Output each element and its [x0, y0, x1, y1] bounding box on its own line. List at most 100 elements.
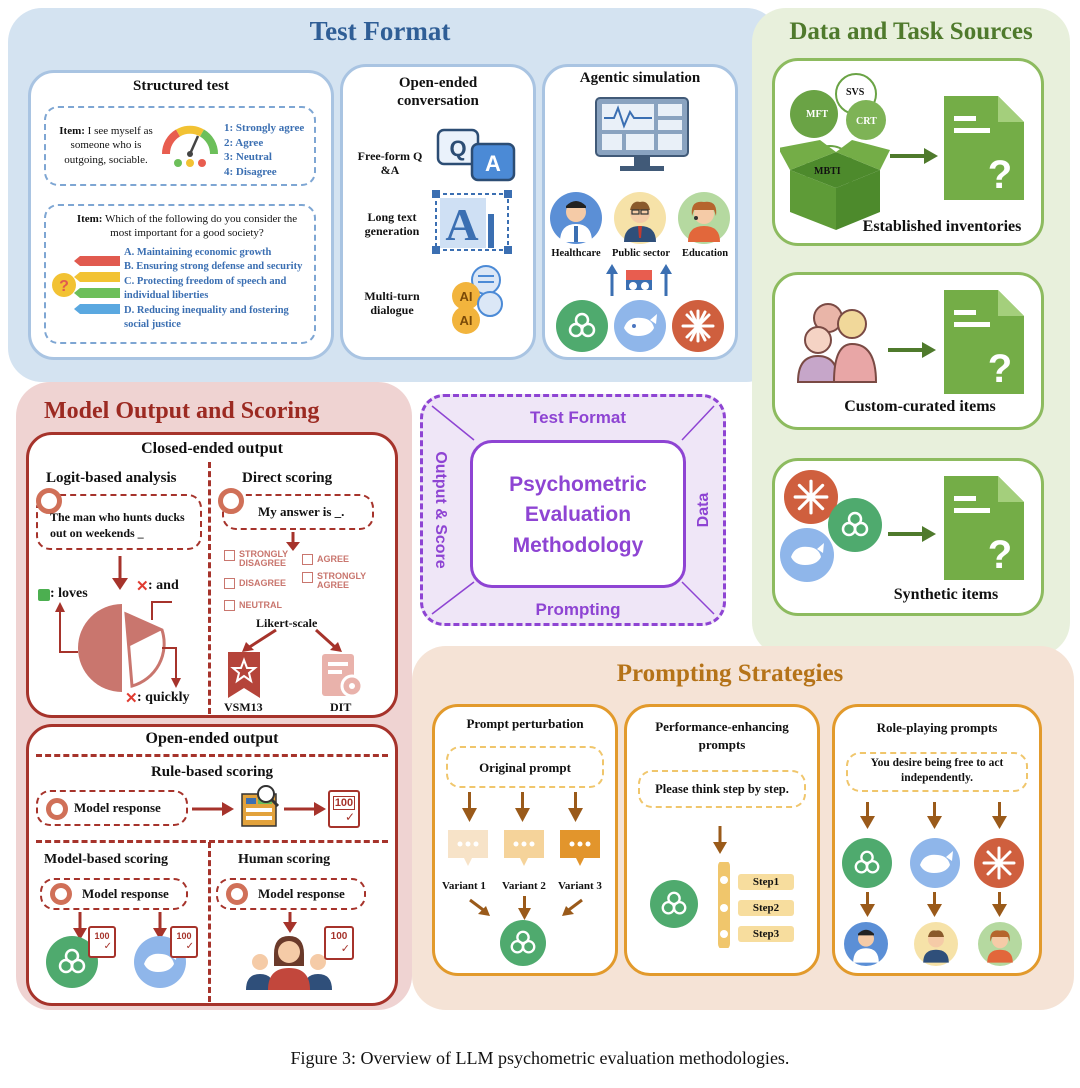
checkbox-icon — [224, 600, 235, 611]
variant-3-bubble — [560, 830, 600, 866]
qa-chat-icon: Q A — [436, 128, 516, 182]
role-education: Education — [681, 248, 729, 259]
rule-score-text: 100 — [333, 796, 355, 810]
whale-icon — [624, 314, 657, 336]
data-sources-title: Data and Task Sources — [789, 18, 1033, 45]
logit-pie-chart — [55, 601, 181, 692]
option-2: 2: Agree — [224, 136, 264, 149]
item-2-text-wrap: Item: Which of the following do you cons… — [68, 212, 306, 241]
variant-1-label: Variant 1 — [442, 880, 486, 892]
performance-down-arrow — [713, 826, 727, 854]
svg-text:A: A — [485, 151, 501, 176]
rule-arrow-1 — [192, 802, 234, 816]
gauge-icon — [161, 125, 219, 167]
human-response-text: Model response — [258, 886, 345, 901]
likert-strongly-disagree: STRONGLY DISAGREE — [224, 549, 304, 569]
agentic-title: Agentic simulation — [579, 70, 701, 86]
item-1-options: 1: Strongly agree 2: Agree 3: Neutral 4:… — [224, 121, 304, 180]
closed-ended-divider — [208, 462, 211, 714]
agents-up-arrows-icon — [606, 264, 672, 296]
perturbation-title: Prompt perturbation — [466, 716, 584, 731]
check-mark-icon: ✓ — [340, 943, 350, 955]
rules-book-icon — [241, 785, 280, 827]
box-label-mbti: MBTI — [814, 166, 841, 177]
official-icon — [624, 201, 656, 242]
box-label-mft: MFT — [806, 109, 829, 120]
likert-strongly-agree-label: STRONGLY AGREE — [317, 571, 367, 591]
prompting-title: Prompting Strategies — [616, 660, 844, 687]
open-conversation-title: Open-ended conversation — [397, 75, 479, 109]
custom-doc-icon: ? — [944, 290, 1024, 394]
performance-title: Performance-enhancing prompts — [655, 719, 789, 752]
open-conversation-card — [340, 64, 536, 360]
svg-text:?: ? — [988, 533, 1012, 577]
x-icon-quickly: ✕ — [125, 691, 138, 707]
option-1: 1: Strongly agree — [224, 122, 305, 134]
loves-label: : loves — [50, 586, 88, 601]
variant-2-bubble — [504, 830, 544, 866]
original-prompt-text: Original prompt — [479, 760, 571, 775]
logit-prompt-box — [36, 494, 202, 550]
direct-prompt-box — [222, 494, 374, 530]
model-based-claude-icon — [50, 883, 72, 905]
checked-checkbox-icon — [302, 572, 313, 583]
center-bottom-label: Prompting — [535, 600, 621, 619]
direct-prompt-text: My answer is _. — [258, 504, 345, 519]
option-3: 3: Neutral — [224, 151, 272, 164]
direct-down-arrow — [286, 532, 300, 551]
synthetic-claude-icon — [793, 479, 829, 515]
rule-response-text: Model response — [74, 800, 161, 815]
svg-text:Q: Q — [449, 136, 466, 161]
role-prompt-text: You desire being free to act independent… — [870, 757, 1004, 784]
box-label-crt: CRT — [856, 116, 877, 127]
item-1-text-wrap: Item: I see myself as someone who is out… — [54, 124, 158, 167]
variant-2-label: Variant 2 — [502, 880, 546, 892]
open-ended-vertical-divider — [208, 842, 211, 1002]
role-teacher-icon — [987, 930, 1013, 963]
ai-text-icon: A — [432, 190, 512, 254]
svg-text:?: ? — [59, 278, 69, 295]
human-arrow — [283, 912, 297, 933]
score-text: 100 — [94, 931, 110, 941]
score-text: 100 — [330, 931, 348, 942]
custom-label: Custom-curated items — [844, 398, 996, 415]
x-icon-and: ✕ — [136, 579, 149, 595]
option-c: C. Protecting freedom of speech and indi… — [124, 275, 287, 302]
structured-item-1 — [44, 106, 316, 186]
original-prompt-box — [446, 746, 604, 788]
open-ended-title: Open-ended output — [145, 730, 279, 747]
item-2-text: Which of the following do you consider t… — [105, 213, 298, 240]
ai-dialogue-icon: AI AI — [452, 265, 503, 334]
center-box — [470, 440, 686, 588]
dit-label: DIT — [330, 700, 352, 714]
role-arrows-bottom — [860, 892, 1007, 917]
human-claude-icon — [226, 883, 248, 905]
likert-strongly-agree: STRONGLY AGREE — [302, 571, 382, 591]
synthetic-doc-icon: ? — [944, 476, 1024, 580]
model-based-title: Model-based scoring — [44, 852, 169, 867]
logit-claude-icon — [36, 488, 62, 514]
chatgpt-icon — [568, 312, 596, 338]
role-arrows-top — [860, 802, 1007, 829]
center-diagonals — [431, 405, 715, 615]
svg-text:?: ? — [988, 153, 1012, 197]
rule-score-icon: 100 ✓ — [328, 790, 360, 828]
checkbox-icon — [224, 578, 235, 589]
svg-text:?: ? — [988, 347, 1012, 391]
performance-prompt-box — [638, 770, 806, 808]
role-chatgpt-icon — [854, 850, 880, 874]
figure-caption: Figure 3: Overview of LLM psychometric e… — [290, 1048, 790, 1068]
likert-agree: AGREE — [302, 554, 382, 565]
synthetic-arrow — [888, 526, 936, 542]
variant-3-label: Variant 3 — [558, 880, 602, 892]
human-raters-icon — [246, 936, 332, 990]
option-a: A. Maintaining economic growth — [124, 247, 272, 258]
item-1-text: I see myself as someone who is outgoing,… — [64, 125, 153, 166]
performance-chatgpt-icon — [661, 891, 687, 915]
role-prompt-box — [846, 752, 1028, 792]
check-mark-icon: ✓ — [344, 810, 355, 824]
step-2: Step2 — [738, 900, 794, 916]
custom-arrow — [888, 342, 936, 358]
svg-text:AI: AI — [460, 313, 473, 328]
model-based-score-icon-2: 100 ✓ — [170, 926, 198, 958]
